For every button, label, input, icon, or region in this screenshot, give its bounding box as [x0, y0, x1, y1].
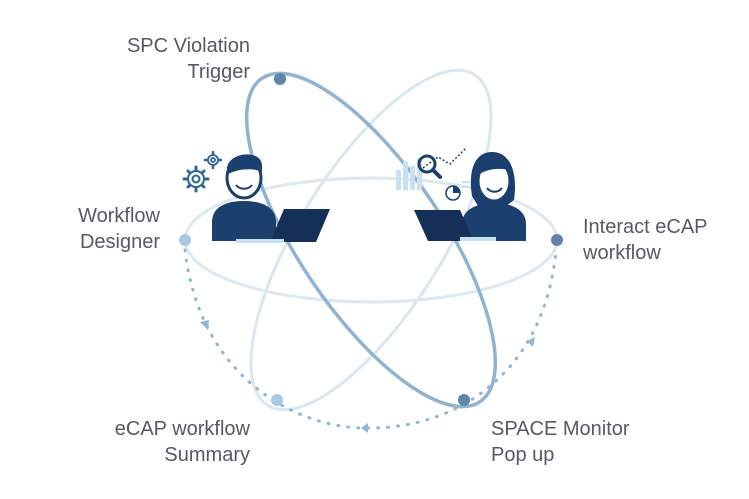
node-spc-violation	[274, 73, 286, 85]
node-ecap-summary	[271, 394, 283, 406]
label-line: SPACE Monitor	[491, 418, 630, 440]
label-line: Workflow	[78, 205, 160, 227]
pie-chart-icon	[445, 181, 470, 201]
arrow-bottom-arc	[361, 423, 368, 433]
arrow-left-arc	[200, 320, 209, 330]
orbit-light-diagonal	[249, 68, 493, 412]
label-line: SPC Violation	[126, 35, 250, 57]
label-line: eCAP workflow	[114, 418, 250, 440]
label-line: Interact eCAP	[583, 216, 708, 238]
gear-small-icon	[203, 150, 223, 170]
dotted-cycle-arc	[183, 248, 558, 430]
label-line: Summary	[164, 444, 250, 466]
trend-line-icon	[422, 147, 467, 169]
designer-person	[182, 150, 330, 243]
label-line: Trigger	[187, 61, 250, 83]
label-line: Pop up	[491, 444, 555, 466]
label-interact-ecap: Interact eCAP workflow	[583, 214, 743, 266]
gear-icon	[182, 165, 210, 193]
label-spc-violation: SPC Violation Trigger	[60, 33, 250, 85]
magnifier-icon	[417, 154, 442, 179]
arrow-right-arc	[527, 337, 535, 347]
laptop-icon	[236, 209, 330, 243]
node-interact-ecap	[551, 234, 563, 246]
bar-chart-icon	[396, 158, 422, 190]
node-space-monitor	[458, 394, 470, 406]
orbit-dark-diagonal	[244, 71, 498, 409]
analyst-person	[396, 147, 526, 241]
node-workflow-designer	[179, 234, 191, 246]
label-line: Designer	[79, 231, 160, 253]
label-space-monitor: SPACE Monitor Pop up	[491, 416, 691, 468]
label-ecap-summary: eCAP workflow Summary	[40, 416, 250, 468]
label-line: workflow	[583, 242, 661, 264]
label-workflow-designer: Workflow Designer	[0, 203, 160, 255]
laptop-icon	[414, 210, 496, 241]
